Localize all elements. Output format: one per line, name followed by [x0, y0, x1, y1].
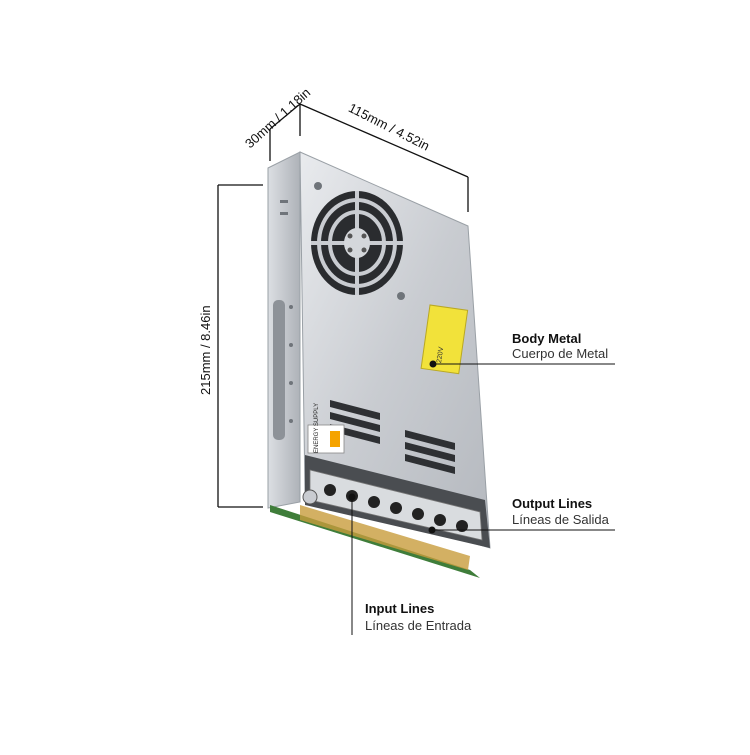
adjust-knob-icon — [302, 489, 318, 505]
terminal-block — [302, 455, 490, 548]
screw-icon — [314, 182, 322, 190]
input-callout-dot — [348, 493, 356, 501]
dimension-lines — [217, 103, 469, 508]
brand-plate: ENERGY SUPPLY — [307, 403, 345, 454]
side-holes — [280, 200, 293, 423]
output-callout-dot — [428, 526, 436, 534]
body-callout-dot — [429, 360, 437, 368]
pcb-copper — [300, 505, 470, 570]
input-lines-subtitle: Líneas de Entrada — [365, 618, 472, 633]
body-metal-title: Body Metal — [512, 331, 582, 346]
vent-slots — [330, 400, 455, 474]
output-lines-title: Output Lines — [512, 496, 593, 511]
fan-icon — [311, 191, 403, 295]
brand-text: ENERGY SUPPLY — [314, 403, 320, 453]
warning-text: 220V — [436, 346, 445, 363]
screw-icon — [397, 292, 405, 300]
input-lines-title: Input Lines — [365, 601, 435, 616]
body-metal-subtitle: Cuerpo de Metal — [512, 346, 609, 361]
height-dimension-label: 215mm / 8.46in — [198, 305, 213, 395]
side-slot — [273, 300, 285, 440]
warning-label: 220V — [420, 304, 469, 375]
power-supply-body: 220V ENERGY SUPPLY — [267, 151, 491, 578]
callout-dots — [348, 360, 437, 534]
callout-lines — [351, 363, 615, 635]
output-lines-subtitle: Líneas de Salida — [512, 512, 609, 527]
